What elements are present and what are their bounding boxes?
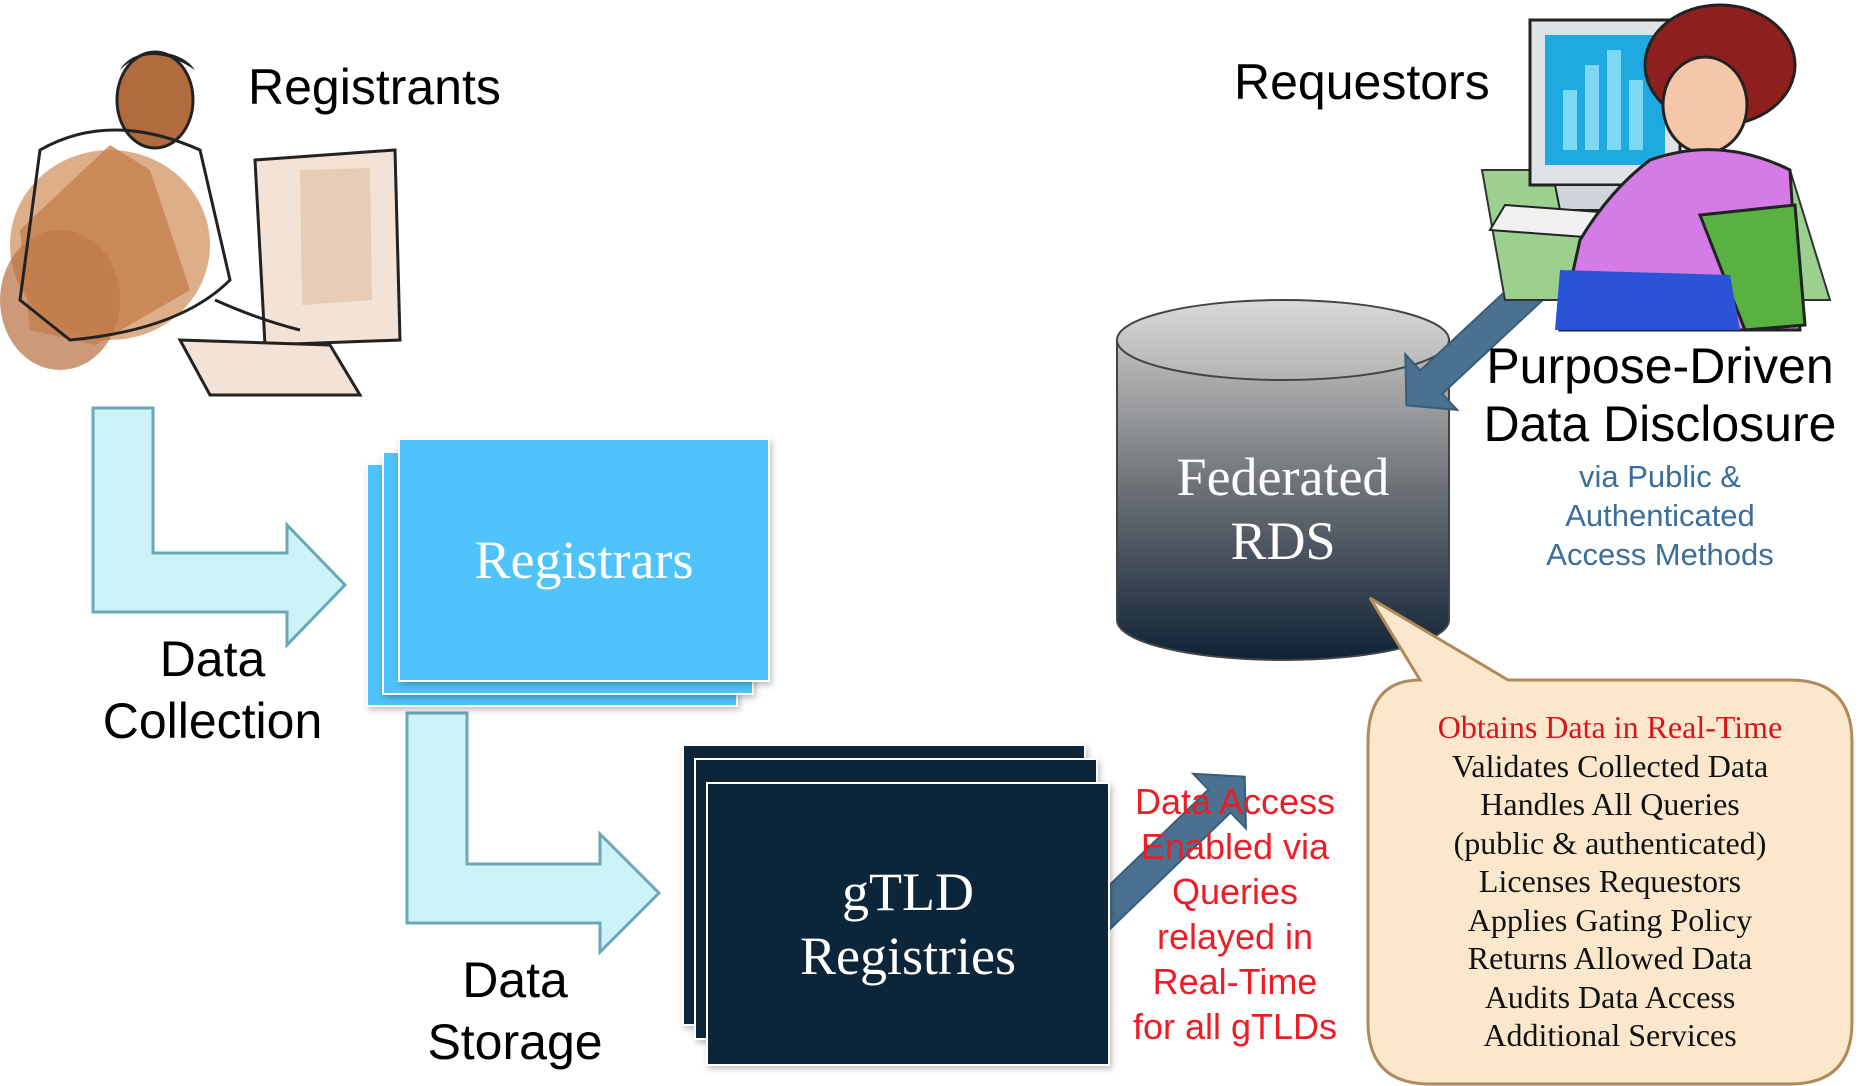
registries-card: gTLD Registries (706, 782, 1110, 1066)
rds-function-item: Returns Allowed Data (1467, 940, 1753, 976)
access-note-line: Queries (1171, 871, 1299, 912)
rds-function-item: Additional Services (1483, 1017, 1737, 1053)
data-storage-line1: Data (462, 952, 568, 1008)
disclosure-sub-line1: via Public & (1579, 459, 1741, 494)
rds-label-line1: Federated (1176, 447, 1390, 507)
disclosure-title-line1: Purpose-Driven (1486, 338, 1834, 394)
access-note-line: Real-Time (1152, 961, 1318, 1002)
disclosure-sub-line2: Authenticated (1565, 498, 1755, 533)
disclosure-block: Purpose-Driven Data Disclosure via Publi… (1465, 337, 1855, 574)
data-storage-line2: Storage (427, 1014, 603, 1070)
access-note-line: for all gTLDs (1132, 1006, 1338, 1047)
registrants-label: Registrants (248, 59, 501, 115)
database-icon (1116, 299, 1450, 661)
disclosure-sub-line3: Access Methods (1546, 537, 1774, 572)
rds-function-item: (public & authenticated) (1453, 824, 1767, 861)
rds-functions-bubble (1366, 596, 1854, 1086)
data-collection-line2: Collection (102, 693, 323, 749)
requestor-icon (1480, 3, 1832, 332)
access-note: Data Access Enabled via Queries relayed … (1115, 779, 1355, 1049)
rds-function-item: Obtains Data in Real-Time (1437, 709, 1783, 745)
rds-function-item: Handles All Queries (1480, 786, 1740, 822)
registrant-icon (0, 50, 402, 397)
registries-label-line2: Registries (800, 926, 1016, 986)
registrars-card: Registrars (398, 438, 770, 682)
requestors-label: Requestors (1234, 54, 1490, 110)
rds-function-item: Audits Data Access (1484, 978, 1736, 1015)
access-note-line: relayed in (1156, 916, 1314, 957)
registries-label-line1: gTLD (842, 862, 974, 922)
data-storage-label: Data Storage (390, 949, 640, 1073)
data-collection-line1: Data (159, 631, 266, 687)
rds-function-item: Licenses Requestors (1478, 863, 1742, 899)
storage-flow-arrow (405, 711, 662, 956)
access-note-line: Enabled via (1140, 826, 1330, 867)
data-collection-label: Data Collection (70, 628, 355, 752)
disclosure-title-line2: Data Disclosure (1483, 396, 1837, 452)
rds-functions-list: Obtains Data in Real-Time Validates Coll… (1368, 708, 1852, 1055)
collection-flow-arrow (91, 406, 348, 649)
rds-label: Federated RDS (1117, 445, 1449, 573)
rds-function-item: Validates Collected Data (1451, 747, 1769, 784)
rds-function-item: Applies Gating Policy (1467, 901, 1753, 938)
registrars-label: Registrars (474, 530, 694, 590)
access-note-line: Data Access (1134, 781, 1336, 822)
rds-label-line2: RDS (1230, 511, 1336, 571)
